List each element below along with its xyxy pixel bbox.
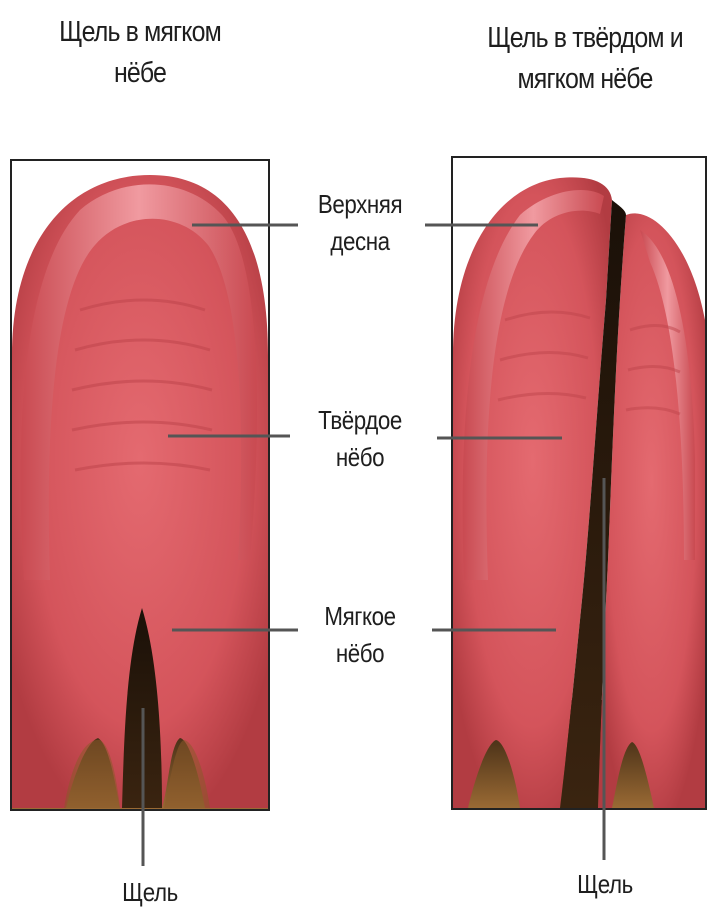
cleft-right-label: Щель [545, 866, 665, 903]
hard-palate-label: Твёрдое нёбо [300, 402, 420, 476]
right-palate-figure [452, 157, 706, 809]
hard-palate-label-line-1: Твёрдое [300, 402, 420, 439]
soft-palate-label-line-1: Мягкое [300, 598, 420, 635]
upper-gum-label-line-2: десна [300, 223, 420, 260]
soft-palate-label: Мягкое нёбо [300, 598, 420, 672]
hard-palate-label-line-2: нёбо [300, 439, 420, 476]
upper-gum-label: Верхняя десна [300, 186, 420, 260]
cleft-left-label: Щель [90, 874, 210, 911]
upper-gum-label-line-1: Верхняя [300, 186, 420, 223]
soft-palate-label-line-2: нёбо [300, 635, 420, 672]
left-palate-figure [11, 160, 269, 810]
